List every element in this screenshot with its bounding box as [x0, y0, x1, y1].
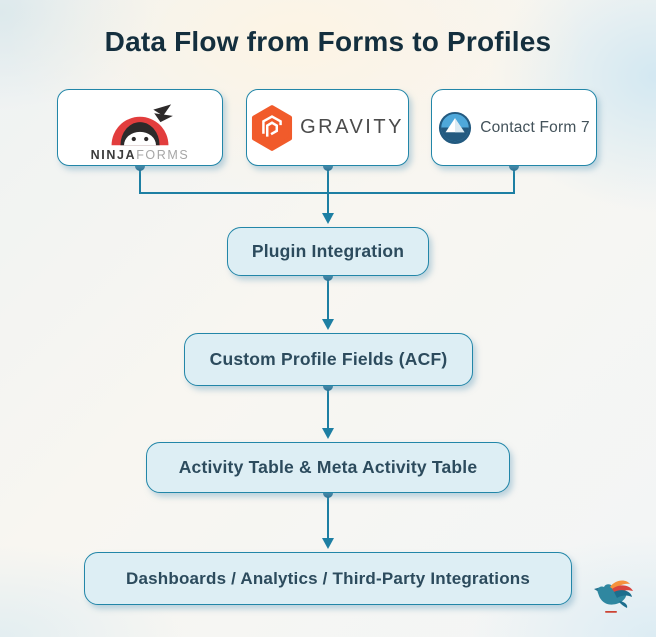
- ninja-forms-label-light: FORMS: [136, 148, 190, 163]
- ninja-forms-label-bold: NINJA: [90, 148, 137, 163]
- flow-step-plugin-integration: Plugin Integration: [227, 227, 429, 276]
- source-card-gravity-forms: GRAVITY: [246, 89, 409, 166]
- source-card-contact-form-7: Contact Form 7: [431, 89, 597, 166]
- contact-form-7-label: Contact Form 7: [480, 118, 590, 136]
- flow-step-activity-tables: Activity Table & Meta Activity Table: [146, 442, 510, 493]
- gravity-forms-label: GRAVITY: [300, 116, 404, 138]
- diagram-title: Data Flow from Forms to Profiles: [104, 26, 552, 57]
- flow-step-dashboards-analytics: Dashboards / Analytics / Third-Party Int…: [84, 552, 572, 605]
- source-card-ninja-forms: NINJAFORMS: [57, 89, 223, 166]
- flow-step-custom-profile-fields: Custom Profile Fields (ACF): [184, 333, 473, 386]
- gravity-forms-icon: [252, 104, 293, 151]
- bird-watermark: [605, 611, 617, 613]
- ninja-forms-label: NINJAFORMS: [91, 149, 190, 162]
- contact-form-7-icon: [439, 111, 472, 144]
- ninja-forms-icon: [111, 104, 173, 146]
- bird-logo-icon: [594, 580, 633, 613]
